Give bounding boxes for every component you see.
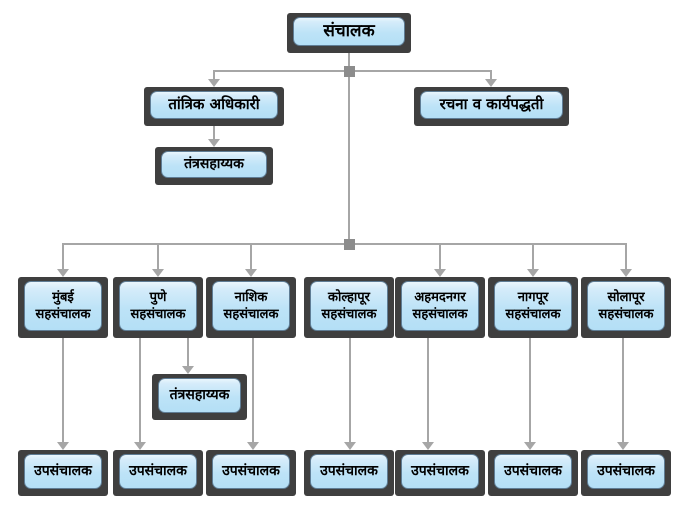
org-node-label: तंत्रसहाय्यक bbox=[169, 387, 230, 404]
org-node-dd-solapur: उपसंचालक bbox=[581, 450, 671, 496]
connector-line bbox=[532, 245, 534, 270]
connector-arrowhead-icon bbox=[434, 269, 446, 277]
org-node-dd-nagpur: उपसंचालक bbox=[488, 450, 578, 496]
connector-line bbox=[622, 338, 624, 442]
org-node-jd-nashik: नाशिक सहसंचालक bbox=[206, 277, 296, 338]
org-node-label: रचना व कार्यपद्धती bbox=[439, 95, 544, 114]
org-node-box: उपसंचालक bbox=[24, 454, 102, 489]
org-node-structure-and-procedures: रचना व कार्यपद्धती bbox=[414, 87, 569, 126]
connector-arrowhead-icon bbox=[182, 366, 194, 374]
org-node-box: संचालक bbox=[293, 17, 405, 46]
org-node-label: उपसंचालक bbox=[411, 463, 469, 480]
connector-line bbox=[490, 70, 492, 80]
org-node-jd-kolhapur: कोल्हापूर सहसंचालक bbox=[304, 277, 394, 338]
org-node-box: उपसंचालक bbox=[587, 454, 665, 489]
org-node-label: सोलापूर सहसंचालक bbox=[598, 289, 654, 322]
org-node-box: नागपूर सहसंचालक bbox=[494, 281, 572, 331]
org-node-box: उपसंचालक bbox=[310, 454, 388, 489]
org-node-label: कोल्हापूर सहसंचालक bbox=[321, 289, 377, 322]
org-node-box: पुणे सहसंचालक bbox=[119, 281, 197, 331]
connector-arrowhead-icon bbox=[57, 269, 69, 277]
org-node-dd-mumbai: उपसंचालक bbox=[18, 450, 108, 496]
connector-line bbox=[187, 338, 189, 367]
org-node-box: रचना व कार्यपद्धती bbox=[420, 91, 563, 119]
org-node-jd-nagpur: नागपूर सहसंचालक bbox=[488, 277, 578, 338]
org-node-box: उपसंचालक bbox=[494, 454, 572, 489]
org-node-box: अहमदनगर सहसंचालक bbox=[401, 281, 479, 331]
org-node-label: संचालक bbox=[323, 21, 375, 42]
org-node-dd-kolhapur: उपसंचालक bbox=[304, 450, 394, 496]
org-node-jd-mumbai: मुंबई सहसंचालक bbox=[18, 277, 108, 338]
org-node-dd-pune: उपसंचालक bbox=[113, 450, 203, 496]
connector-arrowhead-icon bbox=[152, 269, 164, 277]
org-node-box: तांत्रिक अधिकारी bbox=[150, 91, 278, 119]
org-node-label: उपसंचालक bbox=[320, 463, 378, 480]
connector-line bbox=[213, 126, 215, 140]
org-node-label: उपसंचालक bbox=[222, 463, 280, 480]
org-node-box: तंत्रसहाय्यक bbox=[161, 151, 267, 178]
org-node-box: तंत्रसहाय्यक bbox=[158, 378, 241, 413]
connector-line bbox=[529, 338, 531, 442]
connector-line bbox=[62, 338, 64, 442]
org-node-label: मुंबई सहसंचालक bbox=[35, 289, 91, 322]
org-node-jd-pune: पुणे सहसंचालक bbox=[113, 277, 203, 338]
connector-line bbox=[213, 70, 215, 80]
connector-line bbox=[348, 76, 350, 244]
connector-arrowhead-icon bbox=[344, 442, 356, 450]
connector-arrowhead-icon bbox=[620, 269, 632, 277]
org-node-label: उपसंचालक bbox=[504, 463, 562, 480]
org-node-technical-officer: तांत्रिक अधिकारी bbox=[144, 87, 284, 126]
connector-arrowhead-icon bbox=[422, 442, 434, 450]
org-node-director: संचालक bbox=[287, 13, 411, 53]
connector-arrowhead-icon bbox=[245, 269, 257, 277]
connector-junction-node bbox=[343, 65, 355, 77]
org-node-label: उपसंचालक bbox=[597, 463, 655, 480]
connector-junction-node bbox=[343, 238, 355, 250]
org-node-label: उपसंचालक bbox=[34, 463, 92, 480]
connector-line bbox=[625, 245, 627, 270]
org-node-box: मुंबई सहसंचालक bbox=[24, 281, 102, 331]
org-node-jd-ahmednagar: अहमदनगर सहसंचालक bbox=[395, 277, 485, 338]
org-node-box: सोलापूर सहसंचालक bbox=[587, 281, 665, 331]
connector-arrowhead-icon bbox=[208, 139, 220, 147]
org-node-box: नाशिक सहसंचालक bbox=[212, 281, 290, 331]
connector-arrowhead-icon bbox=[134, 442, 146, 450]
connector-arrowhead-icon bbox=[485, 79, 497, 87]
org-node-label: पुणे सहसंचालक bbox=[130, 289, 186, 322]
org-node-box: कोल्हापूर सहसंचालक bbox=[310, 281, 388, 331]
org-node-dd-nashik: उपसंचालक bbox=[206, 450, 296, 496]
connector-line bbox=[139, 338, 141, 442]
org-node-label: नागपूर सहसंचालक bbox=[505, 289, 561, 322]
connector-arrowhead-icon bbox=[57, 442, 69, 450]
connector-line bbox=[157, 245, 159, 270]
connector-line bbox=[348, 50, 350, 66]
connector-arrowhead-icon bbox=[524, 442, 536, 450]
connector-arrowhead-icon bbox=[527, 269, 539, 277]
org-node-label: तंत्रसहाय्यक bbox=[184, 156, 244, 173]
org-node-dd-ahmednagar: उपसंचालक bbox=[395, 450, 485, 496]
org-node-tech-assistant-pune: तंत्रसहाय्यक bbox=[152, 374, 247, 420]
org-node-label: उपसंचालक bbox=[129, 463, 187, 480]
connector-line bbox=[252, 338, 254, 442]
org-node-tech-assistant-top: तंत्रसहाय्यक bbox=[155, 147, 273, 185]
connector-line bbox=[427, 338, 429, 442]
connector-arrowhead-icon bbox=[208, 79, 220, 87]
org-node-jd-solapur: सोलापूर सहसंचालक bbox=[581, 277, 671, 338]
org-node-label: अहमदनगर सहसंचालक bbox=[412, 289, 468, 322]
connector-arrowhead-icon bbox=[617, 442, 629, 450]
org-node-box: उपसंचालक bbox=[212, 454, 290, 489]
org-node-box: उपसंचालक bbox=[119, 454, 197, 489]
connector-line bbox=[250, 245, 252, 270]
connector-arrowhead-icon bbox=[247, 442, 259, 450]
connector-line bbox=[439, 245, 441, 270]
org-node-label: तांत्रिक अधिकारी bbox=[168, 95, 260, 114]
connector-line bbox=[349, 338, 351, 442]
org-node-box: उपसंचालक bbox=[401, 454, 479, 489]
connector-line bbox=[62, 245, 64, 270]
org-node-label: नाशिक सहसंचालक bbox=[223, 289, 279, 322]
